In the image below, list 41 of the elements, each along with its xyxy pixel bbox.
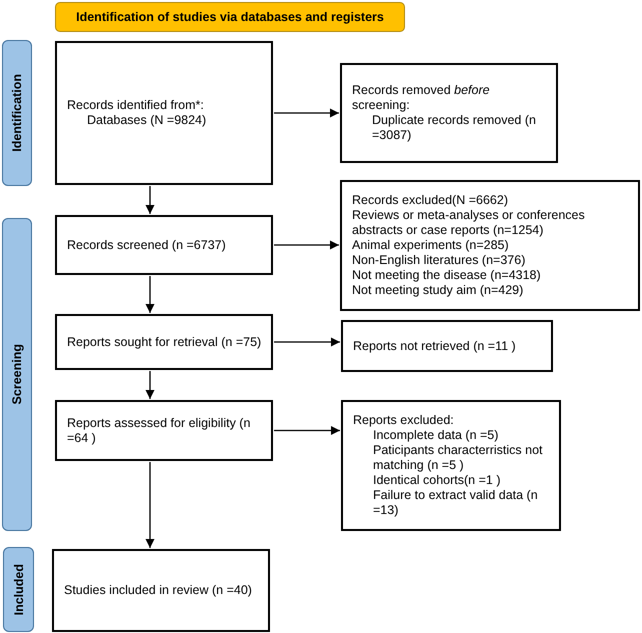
box-text: Incomplete data (n =5) <box>372 428 500 443</box>
box-text: Records screened (n =6737) <box>67 238 227 252</box>
box-text: Identical cohorts(n =1 ) <box>372 473 502 488</box>
box-text: Records identified from*: <box>67 98 205 113</box>
box-text: Duplicate records removed (n =3087) <box>371 113 537 143</box>
process-box <box>55 215 273 275</box>
stage-label: Identification <box>2 40 32 186</box>
arrow <box>146 186 154 214</box>
box-text: Not meeting the disease (n=4318) <box>352 268 542 283</box>
box-text: Non-English literatures (n=376) <box>352 253 526 268</box>
stage-label: Included <box>3 547 34 632</box>
box-text: Studies included in review (n =40) <box>64 583 253 598</box>
arrow <box>146 276 154 313</box>
process-box <box>341 400 561 531</box>
process-box <box>340 63 558 163</box>
section-header: Identification of studies via databases and registers <box>55 2 405 32</box>
arrow <box>146 462 154 548</box>
arrow <box>274 426 340 435</box>
arrow <box>146 371 154 399</box>
process-box <box>55 400 273 461</box>
box-text: Reviews or meta-analyses or conferences abstracts or case reports (n=1254) <box>352 208 586 238</box>
box-text: Reports assessed for eligibility (n =64 ) <box>67 416 252 446</box>
box-text: Databases (N =9824) <box>86 113 208 128</box>
box-text: Reports excluded: <box>353 413 455 428</box>
box-text: Records excluded(N =6662) <box>352 193 509 208</box>
stage-label: Screening <box>2 218 32 531</box>
arrow <box>274 240 339 250</box>
box-text: Reports not retrieved (n =11 ) <box>353 338 517 354</box>
box-text: Not meeting study aim (n=429) <box>352 283 524 298</box>
process-box <box>341 320 553 372</box>
box-text: Records removed before screening: <box>352 83 491 113</box>
arrow <box>274 108 339 118</box>
box-text: Failure to extract valid data (n =13) <box>372 488 539 518</box>
box-text: Reports sought for retrieval (n =75) <box>67 334 262 350</box>
process-box <box>340 180 640 311</box>
process-box <box>55 314 273 370</box>
process-box <box>52 549 270 632</box>
box-text: Animal experiments (n=285) <box>352 238 510 253</box>
arrow <box>274 338 340 346</box>
process-box <box>55 41 273 185</box>
box-text: Paticipants characterristics not matching (n =5 ) <box>372 443 544 473</box>
